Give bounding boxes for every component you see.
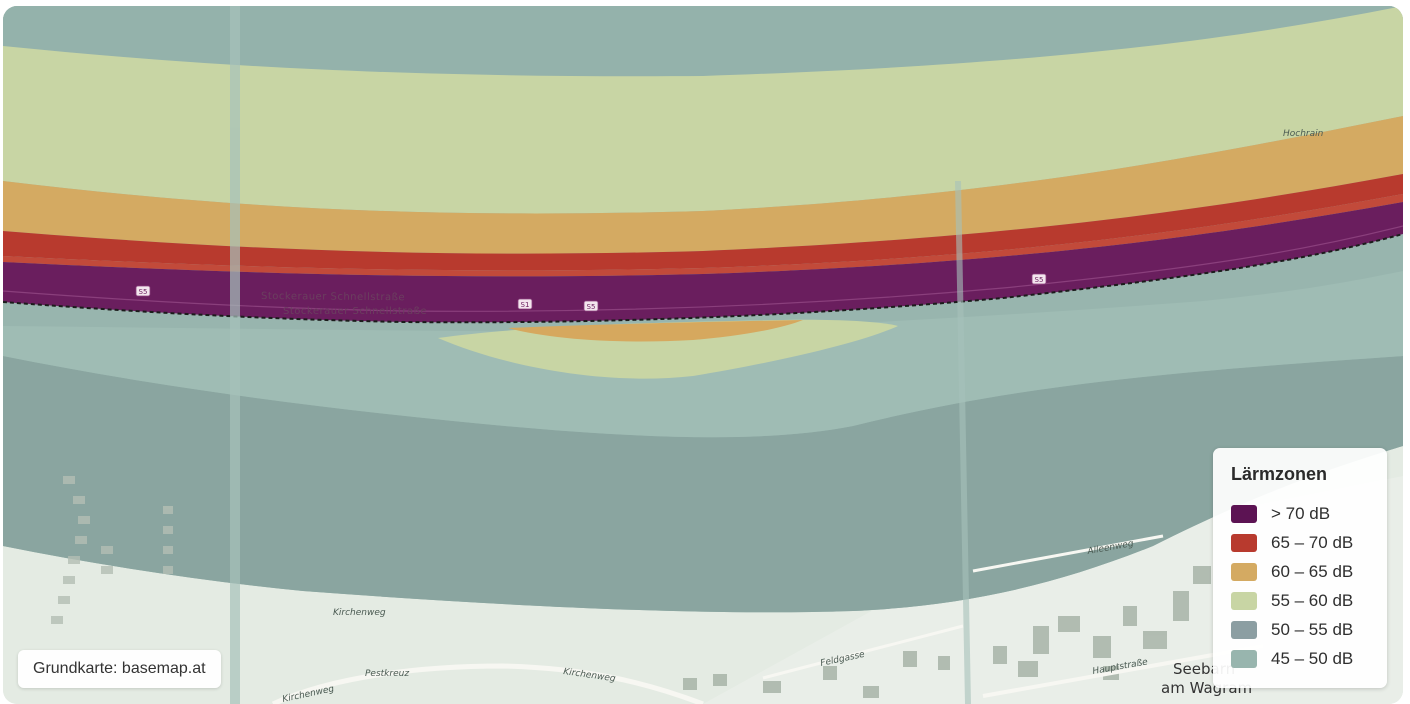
road-shield-3: S5 xyxy=(583,300,599,312)
svg-text:S5: S5 xyxy=(139,288,148,296)
zone-60-65-db-south xyxy=(508,320,803,342)
road-feldgasse xyxy=(762,624,964,680)
legend-item-60-65: 60 – 65 dB xyxy=(1231,557,1369,586)
legend-title: Lärmzonen xyxy=(1231,464,1328,484)
zone-50-55-db-north xyxy=(3,6,1403,77)
svg-text:S5: S5 xyxy=(587,303,596,311)
svg-text:S5: S5 xyxy=(1035,276,1044,284)
legend-label: 50 – 55 dB xyxy=(1271,619,1354,639)
road-kirchenweg xyxy=(271,663,704,704)
west-buildings xyxy=(51,476,173,624)
legend-item-above-70: > 70 dB xyxy=(1231,499,1369,528)
legend-swatch xyxy=(1231,649,1257,668)
attribution[interactable]: Grundkarte: basemap.at xyxy=(18,650,221,688)
label-hochrain: Hochrain xyxy=(1283,129,1324,139)
zone-60-65-db xyxy=(3,116,1403,254)
legend-label: 45 – 50 dB xyxy=(1271,648,1354,668)
legend-swatch xyxy=(1231,591,1257,610)
village-buildings xyxy=(683,566,1211,698)
label-kirchenweg-1: Kirchenweg xyxy=(333,608,386,618)
label-road-main-1: Stockerauer Schnellstraße xyxy=(261,291,405,303)
cross-road-east xyxy=(955,180,971,704)
legend-swatch xyxy=(1231,620,1257,639)
legend-label: 60 – 65 dB xyxy=(1271,561,1354,581)
legend-label: 55 – 60 dB xyxy=(1271,590,1354,610)
legend-swatch xyxy=(1231,533,1257,552)
legend-label: 65 – 70 dB xyxy=(1271,532,1354,552)
road-shield-1: S5 xyxy=(135,285,151,297)
label-pestkreuz: Pestkreuz xyxy=(365,669,409,679)
noise-map[interactable]: Stockerauer Schnellstraße Stockerauer Sc… xyxy=(3,6,1403,704)
map-frame[interactable]: Stockerauer Schnellstraße Stockerauer Sc… xyxy=(3,6,1403,704)
zone-50-55-db xyxy=(3,356,1403,613)
road-shield-4: S5 xyxy=(1031,273,1047,285)
legend-label: > 70 dB xyxy=(1271,503,1331,523)
legend-item-45-50: 45 – 50 dB xyxy=(1231,644,1369,673)
road-alleenweg xyxy=(972,534,1164,573)
legend-panel: Lärmzonen > 70 dB 65 – 70 dB 60 – 65 dB … xyxy=(1213,448,1387,688)
zone-65-70-db xyxy=(3,174,1403,271)
legend-item-65-70: 65 – 70 dB xyxy=(1231,528,1369,557)
label-road-main-2: Stockerauer Schnellstraße xyxy=(283,306,427,317)
svg-text:S1: S1 xyxy=(521,301,530,309)
legend-swatch xyxy=(1231,504,1257,523)
road-shield-2: S1 xyxy=(517,298,533,310)
legend-swatch xyxy=(1231,562,1257,581)
legend-item-55-60: 55 – 60 dB xyxy=(1231,586,1369,615)
highway-line xyxy=(3,225,1403,312)
zone-55-60-db-north xyxy=(3,6,1403,214)
zone-65-70-db-2 xyxy=(3,194,1403,277)
legend-item-50-55: 50 – 55 dB xyxy=(1231,615,1369,644)
railway-line xyxy=(3,233,1403,324)
